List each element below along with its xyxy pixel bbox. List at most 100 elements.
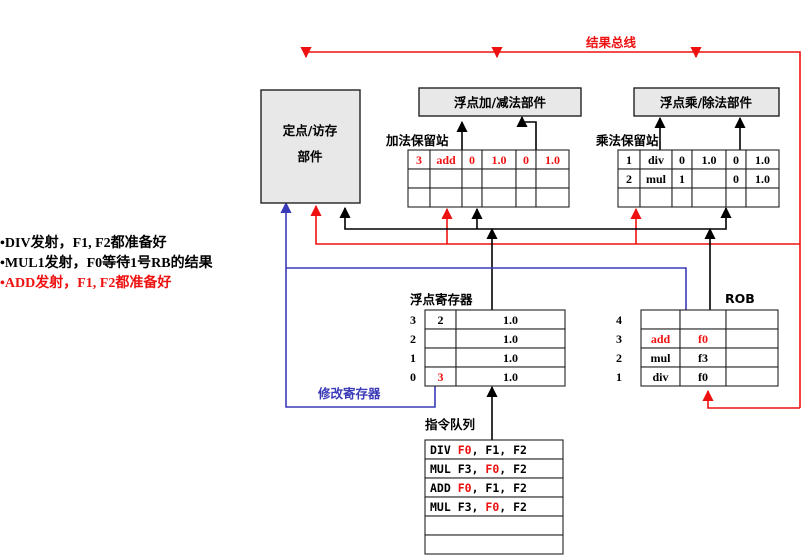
- instruction-part: F0: [485, 500, 499, 514]
- rob-dest: f3: [698, 351, 708, 365]
- rs-cell-value: 1.0: [702, 153, 717, 167]
- rs-cell-value: 0: [469, 153, 475, 167]
- rs-cell-value: 0: [679, 153, 685, 167]
- rob-dest: f0: [698, 370, 708, 384]
- rs-cell: [691, 168, 727, 189]
- rs-cell-value: 1.0: [492, 153, 507, 167]
- fp-register-tag-cell: [424, 347, 457, 368]
- fp-register-index: 2: [410, 332, 416, 346]
- instruction-part: DIV: [430, 443, 458, 457]
- rs-cell: [671, 187, 693, 208]
- fp-register-index: 0: [410, 370, 416, 384]
- note-add-issued: •ADD发射，F1, F2都准备好: [0, 274, 171, 291]
- rs-cell: [481, 187, 517, 208]
- rs-cell: [515, 168, 537, 189]
- note-mul-issued: •MUL1发射，F0等待1号RB的结果: [0, 254, 214, 271]
- result-bus-label: 结果总线: [586, 35, 637, 50]
- instruction-part: MUL F3,: [430, 462, 485, 476]
- fp-register-value: 1.0: [503, 313, 518, 327]
- instruction-part: F0: [458, 443, 472, 457]
- rob-op-cell: [640, 309, 681, 330]
- instruction-queue-entry: MUL F3, F0, F2: [424, 458, 564, 479]
- instruction-queue-entry: ADD F0, F1, F2: [424, 477, 564, 498]
- instruction-queue-entry: DIV F0, F1, F2: [424, 439, 564, 460]
- fp-register-value: 1.0: [503, 332, 518, 346]
- rs-cell: [407, 168, 431, 189]
- modify-register-label: 修改寄存器: [317, 386, 381, 401]
- rs-cell-value: 1.0: [755, 172, 770, 186]
- rs-cell-value: 0: [733, 153, 739, 167]
- instruction-part: , F2: [499, 462, 527, 476]
- fp-mul-unit: 浮点乘/除法部件: [633, 87, 780, 117]
- rs-cell-value: mul: [646, 172, 667, 186]
- rs-cell: [691, 187, 727, 208]
- rs-cell: [535, 168, 570, 189]
- rs-cell: [515, 187, 537, 208]
- fp-add-unit-label: 浮点加/减法部件: [454, 95, 547, 110]
- rob-entry-index: 3: [616, 332, 622, 346]
- rob-label: ROB: [725, 291, 755, 306]
- rob-op: div: [652, 370, 668, 384]
- fp-add-unit: 浮点加/减法部件: [418, 87, 582, 117]
- rob-dest-cell: [679, 309, 727, 330]
- instruction-text: ADD F0, F1, F2: [430, 481, 527, 495]
- rs-cell: [725, 187, 747, 208]
- load-store-label-line2: 部件: [297, 149, 323, 164]
- instruction-part: ADD: [430, 481, 458, 495]
- rs-cell: [461, 168, 483, 189]
- fp-register-tag: 2: [438, 313, 444, 327]
- rs-cell-value: 0: [733, 172, 739, 186]
- instruction-part: , F1, F2: [472, 443, 527, 457]
- rs-cell-value: 1.0: [545, 153, 560, 167]
- fp-register-value: 1.0: [503, 370, 518, 384]
- fp-mul-unit-label: 浮点乘/除法部件: [660, 95, 753, 110]
- rs-cell: [617, 187, 641, 208]
- rs-cell-value: 1: [679, 172, 685, 186]
- rob-value-cell: [725, 309, 779, 330]
- rob-op: mul: [650, 351, 671, 365]
- rs-cell: [639, 187, 673, 208]
- instruction-text: MUL F3, F0, F2: [430, 500, 527, 514]
- rs-cell: [407, 187, 431, 208]
- instruction-text: MUL F3, F0, F2: [430, 462, 527, 476]
- rs-cell-value: 1: [626, 153, 632, 167]
- rs-cell: [461, 187, 483, 208]
- rob-entry: 1 div f0: [616, 366, 779, 387]
- fp-register-tag-cell: [424, 328, 457, 349]
- note-div-issued: •DIV发射，F1, F2都准备好: [0, 234, 167, 251]
- rs-row: [407, 187, 570, 208]
- fp-register-tag: 3: [438, 370, 444, 384]
- rs-cell: [429, 168, 463, 189]
- rob-op: add: [651, 332, 671, 346]
- rs-row: [407, 168, 570, 189]
- rob-value-cell: [725, 347, 779, 368]
- instruction-part: MUL F3,: [430, 500, 485, 514]
- rob-value-cell: [725, 328, 779, 349]
- rob-entry-index: 1: [616, 370, 622, 384]
- fp-register-value: 1.0: [503, 351, 518, 365]
- rob-entry-index: 4: [616, 313, 622, 327]
- fp-regs-label: 浮点寄存器: [410, 292, 473, 307]
- rs-row: [617, 187, 780, 208]
- instruction-text: DIV F0, F1, F2: [430, 443, 527, 457]
- rs-cell-value: div: [648, 153, 664, 167]
- rob-value-cell: [725, 366, 779, 387]
- add-rs-label: 加法保留站: [385, 133, 449, 148]
- fp-register-value-cell: [455, 366, 566, 387]
- rs-cell-value: 3: [416, 153, 422, 167]
